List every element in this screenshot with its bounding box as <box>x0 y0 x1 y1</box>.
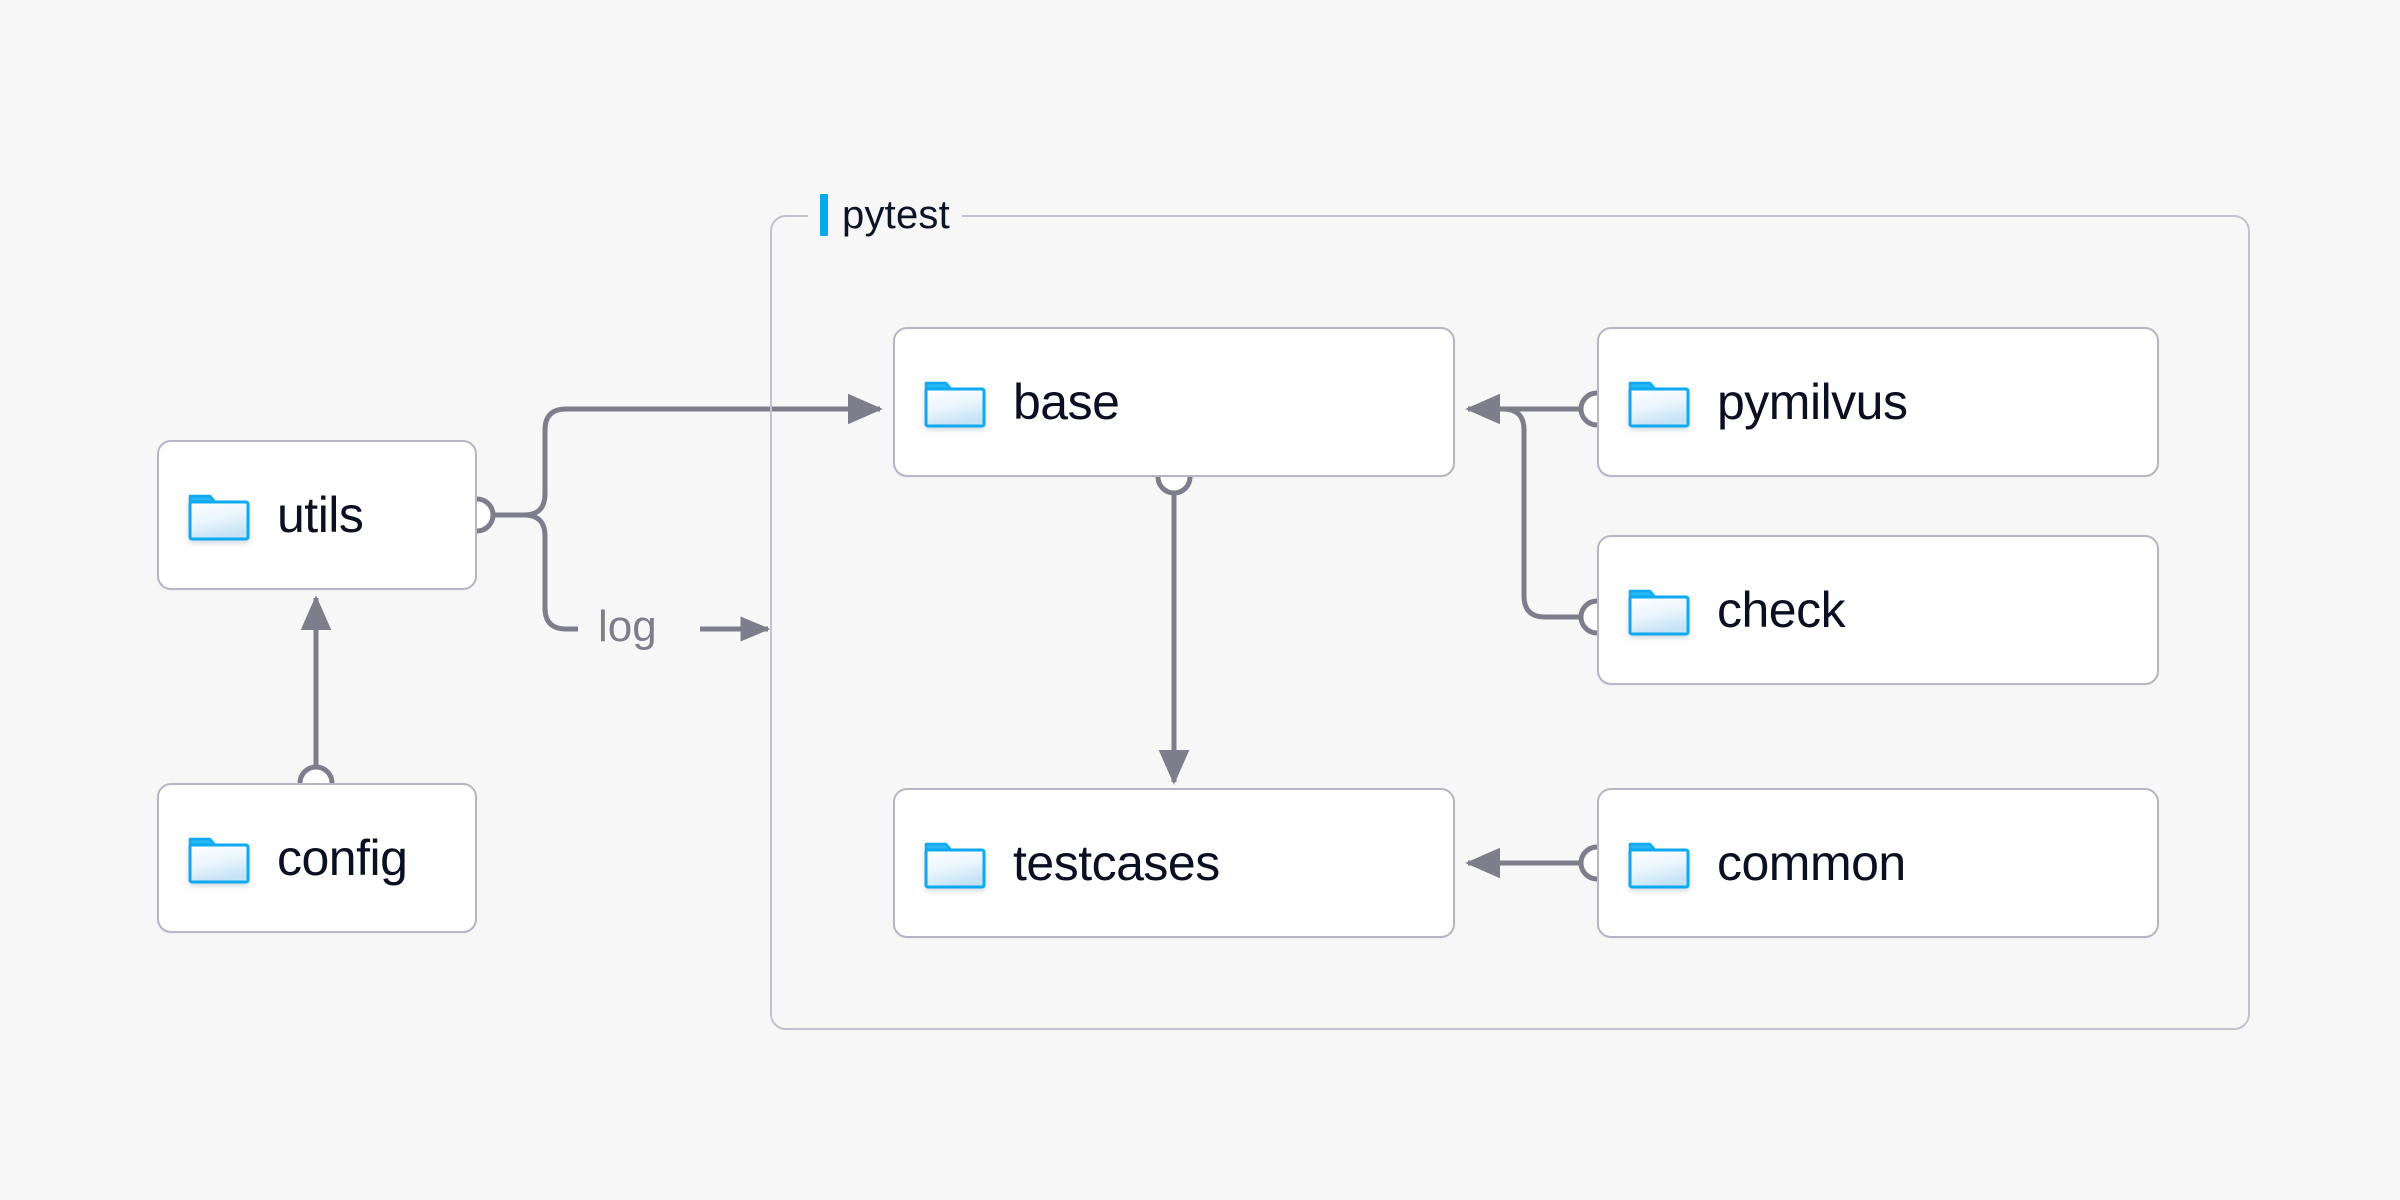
node-common[interactable]: common <box>1597 788 2159 938</box>
node-label: testcases <box>1013 835 1220 891</box>
pytest-group-label: pytest <box>808 189 962 241</box>
folder-icon <box>187 488 251 542</box>
group-accent-bar <box>820 194 828 236</box>
pytest-group-container[interactable] <box>770 215 2250 1030</box>
folder-icon <box>1627 583 1691 637</box>
node-label: utils <box>277 487 364 543</box>
node-label: check <box>1717 582 1846 638</box>
folder-icon <box>1627 375 1691 429</box>
edge-label-log: log <box>598 602 657 651</box>
node-base[interactable]: base <box>893 327 1455 477</box>
node-label: pymilvus <box>1717 374 1908 430</box>
folder-icon <box>1627 836 1691 890</box>
edge-config-to-utils <box>297 595 335 802</box>
node-testcases[interactable]: testcases <box>893 788 1455 938</box>
node-pymilvus[interactable]: pymilvus <box>1597 327 2159 477</box>
folder-icon <box>923 375 987 429</box>
group-label-text: pytest <box>842 192 950 237</box>
node-label: base <box>1013 374 1120 430</box>
folder-icon <box>923 836 987 890</box>
node-label: config <box>277 830 408 886</box>
node-config[interactable]: config <box>157 783 477 933</box>
node-label: common <box>1717 835 1906 891</box>
node-utils[interactable]: utils <box>157 440 477 590</box>
node-check[interactable]: check <box>1597 535 2159 685</box>
folder-icon <box>187 831 251 885</box>
